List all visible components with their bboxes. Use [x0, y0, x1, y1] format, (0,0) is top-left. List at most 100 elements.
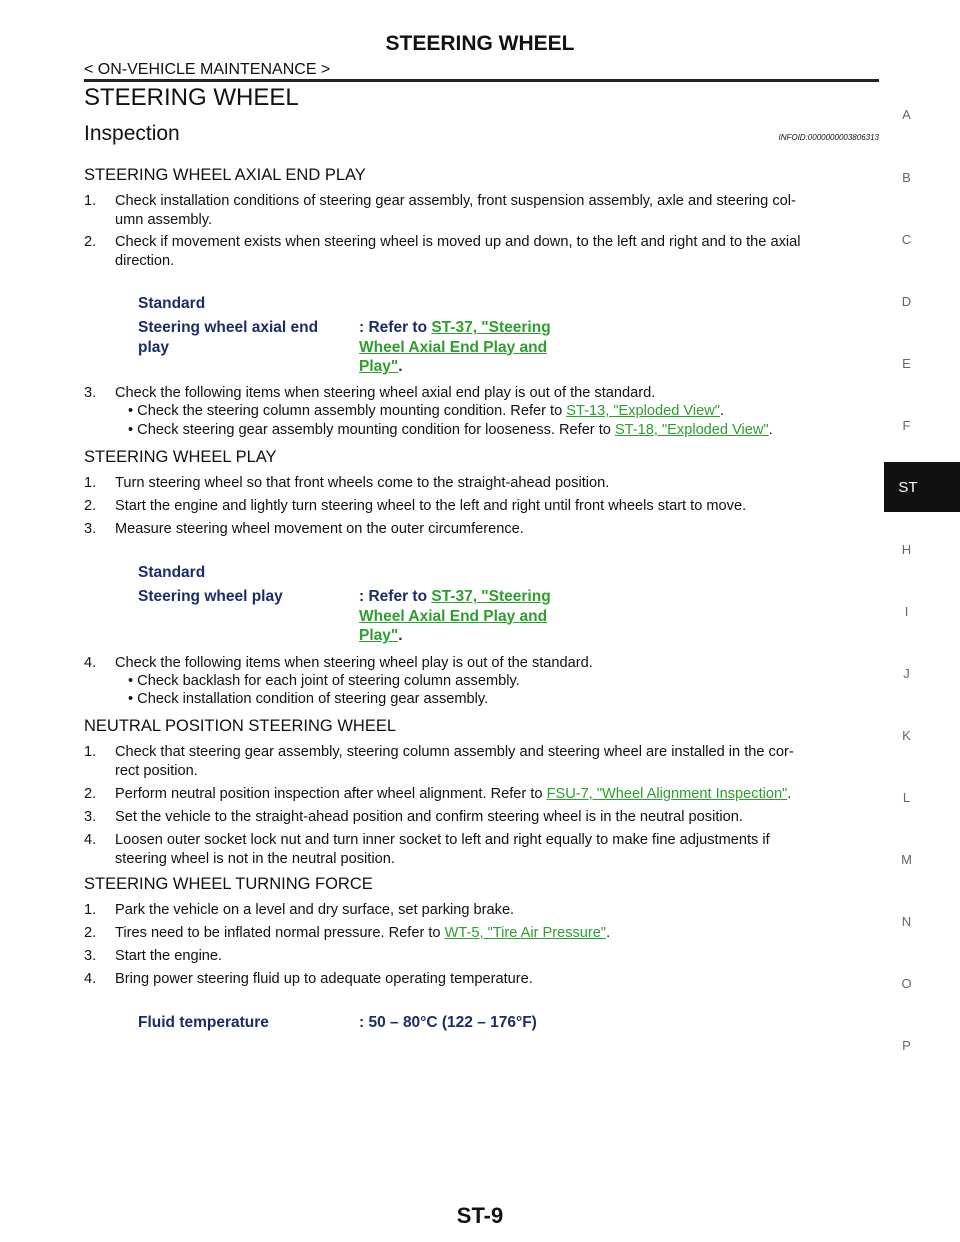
- list-item: 4. Check the following items when steeri…: [84, 654, 880, 673]
- step-number: 4.: [84, 832, 97, 848]
- step-text: Bring power steering fluid up to adequat…: [115, 971, 533, 987]
- refer-text: : Refer to: [359, 588, 432, 605]
- list-item: 1. Check installation conditions of stee…: [84, 192, 880, 230]
- punctuation: .: [768, 422, 773, 438]
- breadcrumb: < ON-VEHICLE MAINTENANCE >: [84, 61, 331, 78]
- sidebar-index-f[interactable]: F: [902, 418, 911, 433]
- sidebar-index-e[interactable]: E: [902, 356, 911, 371]
- step-text: direction.: [115, 253, 175, 269]
- subsection-title-axial: STEERING WHEEL AXIAL END PLAY: [84, 166, 366, 184]
- step-text: Start the engine and lightly turn steeri…: [115, 498, 747, 514]
- list-item: 2. Perform neutral position inspection a…: [84, 785, 880, 804]
- page-number: ST-9: [456, 1203, 504, 1228]
- bullet-text: • Check the steering column assembly mou…: [128, 403, 567, 419]
- section-heading: Inspection: [84, 122, 180, 145]
- sidebar-index-h[interactable]: H: [901, 542, 912, 557]
- step-number: 3.: [84, 521, 97, 537]
- subsection-title-neutral: NEUTRAL POSITION STEERING WHEEL: [84, 717, 397, 735]
- sidebar-index-n[interactable]: N: [901, 914, 912, 929]
- list-item: 2. Tires need to be inflated normal pres…: [84, 924, 880, 943]
- spec-link[interactable]: ST-37, "Steering: [431, 319, 551, 336]
- step-number: 4.: [84, 655, 97, 671]
- ref-link-st13[interactable]: ST-13, "Exploded View": [566, 403, 720, 419]
- sidebar-index-a[interactable]: A: [902, 107, 911, 122]
- list-item: 4. Bring power steering fluid up to adeq…: [84, 970, 880, 989]
- standard-item: Steering wheel play: [138, 588, 283, 605]
- standard-label: Standard: [138, 295, 206, 312]
- bullet-text: • Check steering gear assembly mounting …: [128, 422, 615, 438]
- step-text: Park the vehicle on a level and dry surf…: [115, 902, 515, 918]
- standard-label: Standard: [138, 564, 206, 581]
- spec-value: : 50 – 80°C (122 – 176°F): [359, 1014, 537, 1031]
- page-title: STEERING WHEEL: [84, 84, 299, 111]
- ref-link-wt5[interactable]: WT-5, "Tire Air Pressure": [444, 925, 607, 941]
- sidebar-index-m[interactable]: M: [901, 852, 912, 867]
- page-header-title: STEERING WHEEL: [385, 32, 575, 55]
- sidebar-index-k[interactable]: K: [902, 728, 911, 743]
- subsection-title-turning: STEERING WHEEL TURNING FORCE: [84, 875, 373, 893]
- sidebar-index-l[interactable]: L: [902, 790, 911, 805]
- step-number: 1.: [84, 193, 97, 209]
- sidebar-index-st-active[interactable]: ST: [884, 462, 960, 512]
- step-number: 2.: [84, 786, 97, 802]
- bullet-item: • Check the steering column assembly mou…: [128, 403, 724, 419]
- step-text: Check that steering gear assembly, steer…: [115, 744, 794, 760]
- sidebar-index-j[interactable]: J: [903, 666, 910, 681]
- ref-link-st18[interactable]: ST-18, "Exploded View": [614, 422, 769, 438]
- punctuation: .: [606, 925, 611, 941]
- step-number: 1.: [84, 475, 97, 491]
- list-item: 4. Loosen outer socket lock nut and turn…: [84, 831, 880, 869]
- spec-link[interactable]: Wheel Axial End Play and: [359, 338, 548, 356]
- sidebar-index-p[interactable]: P: [902, 1038, 911, 1053]
- step-text: Check the following items when steering …: [115, 655, 593, 671]
- step-text: Set the vehicle to the straight-ahead po…: [115, 809, 743, 825]
- bullet-item: • Check steering gear assembly mounting …: [128, 422, 773, 438]
- list-item: 1. Turn steering wheel so that front whe…: [84, 474, 880, 493]
- step-number: 3.: [84, 385, 97, 401]
- standard-item-text: Steering wheel axial end: [138, 319, 319, 336]
- step-text: Start the engine.: [115, 948, 223, 964]
- punctuation: .: [398, 627, 403, 644]
- list-item: 3. Measure steering wheel movement on th…: [84, 520, 880, 539]
- header-divider: [84, 79, 879, 82]
- sidebar-index-b[interactable]: B: [902, 170, 911, 185]
- step-text: Check the following items when steering …: [115, 385, 656, 401]
- spec-link[interactable]: ST-37, "Steering: [431, 588, 551, 605]
- step-number: 3.: [84, 948, 97, 964]
- list-item: 1. Check that steering gear assembly, st…: [84, 743, 880, 781]
- bullet-item: • Check backlash for each joint of steer…: [128, 673, 520, 689]
- step-text: umn assembly.: [115, 212, 213, 228]
- step-text: Check if movement exists when steering w…: [115, 234, 801, 250]
- step-number: 2.: [84, 234, 97, 250]
- spec-item: Fluid temperature: [138, 1014, 269, 1031]
- spec-link[interactable]: Play": [359, 627, 399, 644]
- step-number: 2.: [84, 498, 97, 514]
- standard-value: : Refer to ST-37, "Steering Wheel Axial …: [359, 318, 551, 377]
- bullet-item: • Check installation condition of steeri…: [128, 691, 489, 707]
- punctuation: .: [719, 403, 725, 419]
- step-text: Check installation conditions of steerin…: [115, 193, 796, 209]
- sidebar-index-i[interactable]: I: [904, 604, 909, 619]
- step-number: 1.: [84, 902, 97, 918]
- step-number: 1.: [84, 744, 97, 760]
- sidebar-index-o[interactable]: O: [901, 976, 912, 991]
- punctuation: .: [398, 358, 403, 375]
- sidebar-index-d[interactable]: D: [901, 294, 912, 309]
- step-text: Tires need to be inflated normal pressur…: [115, 925, 445, 941]
- subsection-title-play: STEERING WHEEL PLAY: [84, 448, 277, 466]
- refer-text: : Refer to: [359, 319, 432, 336]
- list-item: 1. Park the vehicle on a level and dry s…: [84, 901, 880, 920]
- step-number: 4.: [84, 971, 97, 987]
- spec-link[interactable]: Wheel Axial End Play and: [359, 607, 548, 625]
- spec-link[interactable]: Play": [359, 358, 399, 375]
- list-item: 3. Start the engine.: [84, 947, 880, 966]
- list-item: 3. Check the following items when steeri…: [84, 384, 880, 403]
- step-text: Turn steering wheel so that front wheels…: [115, 475, 610, 491]
- standard-item-text: play: [138, 338, 170, 356]
- step-text: steering wheel is not in the neutral pos…: [115, 851, 395, 867]
- step-text: Perform neutral position inspection afte…: [115, 786, 547, 802]
- list-item: 2. Check if movement exists when steerin…: [84, 233, 880, 271]
- ref-link-fsu7[interactable]: FSU-7, "Wheel Alignment Inspection": [546, 786, 788, 802]
- sidebar-index-c[interactable]: C: [901, 232, 912, 247]
